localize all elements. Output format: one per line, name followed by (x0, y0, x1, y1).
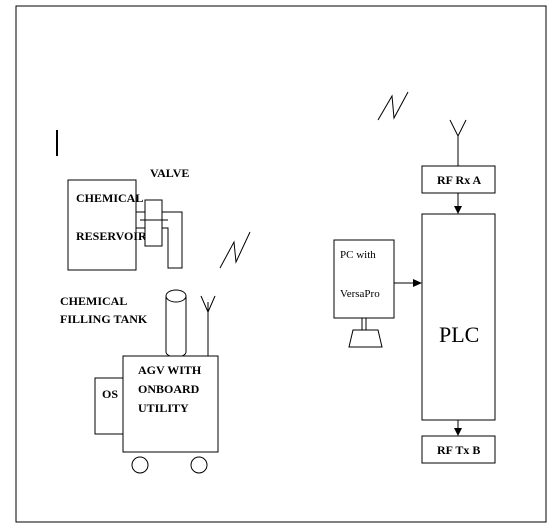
plc-box (422, 214, 495, 420)
agv-label: AGV WITH (138, 363, 202, 377)
wireless-signal-icon (378, 92, 408, 120)
rf-rx-antenna-right (458, 120, 466, 136)
rf-tx-label: RF Tx B (437, 443, 480, 457)
arrow-head (454, 206, 462, 214)
pc-base (349, 330, 382, 347)
agv-wheel-right (191, 457, 207, 473)
agv-wheel-left (132, 457, 148, 473)
filling-tank-top (166, 290, 186, 302)
wireless-signal-icon (220, 232, 250, 268)
plc-label: PLC (439, 322, 479, 347)
agv-label: UTILITY (138, 401, 189, 415)
filling-tank-cylinder (166, 296, 186, 357)
filling-tank-label: FILLING TANK (60, 312, 148, 326)
valve-body (145, 200, 162, 246)
valve-label: VALVE (150, 166, 189, 180)
arrow-head (413, 279, 422, 287)
pc-label: PC with (340, 249, 376, 261)
pc-label: VersaPro (340, 288, 380, 300)
agv-label: ONBOARD (138, 382, 200, 396)
agv-antenna-right (208, 296, 215, 312)
arrow-head (454, 428, 462, 436)
os-label: OS (102, 387, 118, 401)
chemical-reservoir-label: RESERVOIR (76, 229, 147, 243)
rf-rx-antenna-left (450, 120, 458, 136)
rf-rx-label: RF Rx A (437, 173, 482, 187)
agv-antenna-left (201, 296, 208, 312)
filling-tank-label: CHEMICAL (60, 294, 127, 308)
chemical-reservoir-label: CHEMICAL (76, 191, 143, 205)
